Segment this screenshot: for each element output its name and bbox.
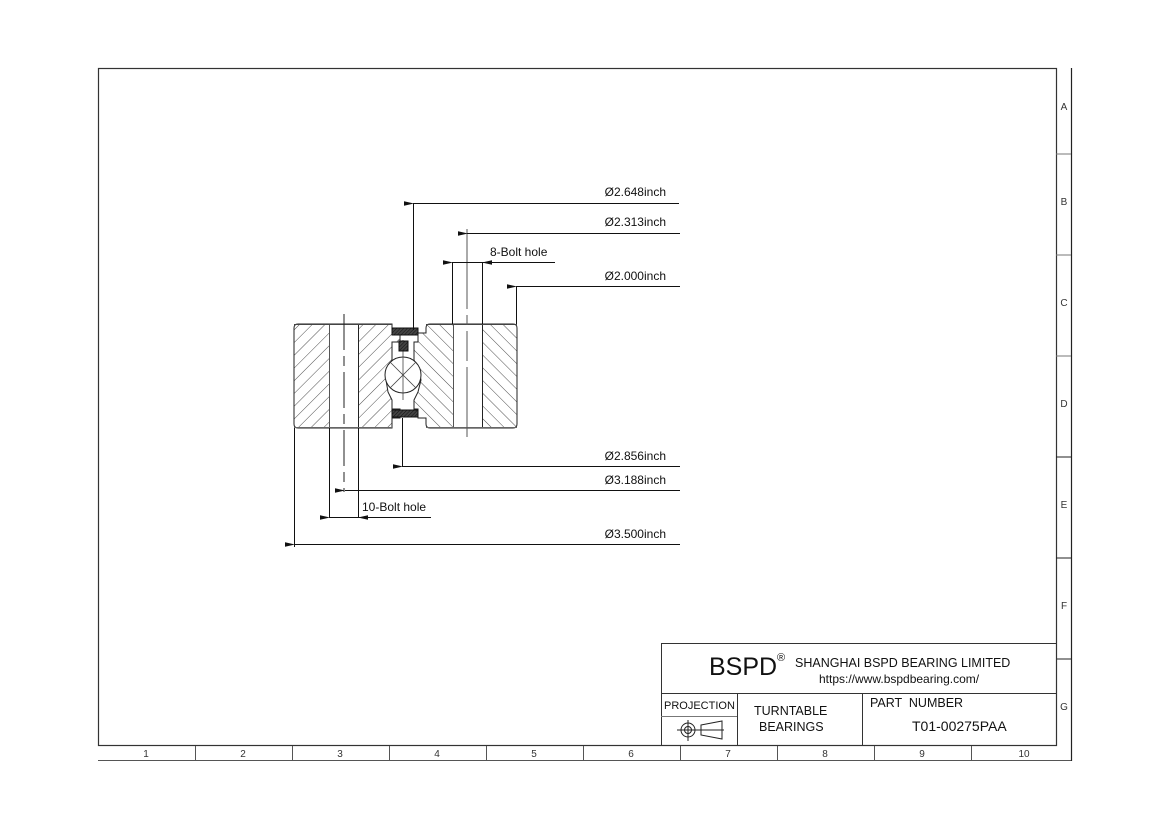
col-label-7: 7 bbox=[725, 749, 731, 760]
row-label-c: C bbox=[1060, 298, 1067, 309]
dim-label-10-bolt-hole: 10-Bolt hole bbox=[362, 500, 426, 514]
column-zone-labels: 1 2 3 4 5 6 7 8 9 10 bbox=[143, 749, 1030, 760]
col-label-5: 5 bbox=[531, 749, 537, 760]
col-label-3: 3 bbox=[337, 749, 343, 760]
dim-label-2856: Ø2.856inch bbox=[605, 449, 666, 463]
col-label-10: 10 bbox=[1018, 749, 1030, 760]
product-line-2: BEARINGS bbox=[759, 720, 824, 734]
company-website: https://www.bspdbearing.com/ bbox=[819, 672, 980, 686]
title-block-frame bbox=[661, 643, 1057, 746]
dim-label-2000: Ø2.000inch bbox=[605, 269, 666, 283]
dim-label-2648: Ø2.648inch bbox=[605, 185, 666, 199]
brand-logo: BSPD bbox=[709, 653, 778, 681]
drawing-frame bbox=[97, 67, 1073, 761]
bottom-seal bbox=[391, 409, 419, 418]
dim-label-2313: Ø2.313inch bbox=[605, 215, 666, 229]
col-label-8: 8 bbox=[822, 749, 828, 760]
row-label-a: A bbox=[1061, 102, 1068, 113]
dim-label-3500: Ø3.500inch bbox=[605, 527, 666, 541]
dim-label-8-bolt-hole: 8-Bolt hole bbox=[490, 245, 548, 259]
dim-label-3188: Ø3.188inch bbox=[605, 473, 666, 487]
company-name: SHANGHAI BSPD BEARING LIMITED bbox=[795, 656, 1011, 670]
row-label-f: F bbox=[1061, 601, 1067, 612]
part-number-value: T01-00275PAA bbox=[912, 718, 1007, 734]
col-label-4: 4 bbox=[434, 749, 440, 760]
row-zone-labels: A B C D E F G bbox=[1060, 102, 1068, 713]
row-label-g: G bbox=[1060, 702, 1068, 713]
top-seal bbox=[391, 327, 419, 336]
col-label-6: 6 bbox=[628, 749, 634, 760]
col-label-1: 1 bbox=[143, 749, 149, 760]
projection-label: PROJECTION bbox=[664, 700, 735, 712]
row-label-b: B bbox=[1061, 197, 1068, 208]
part-number-label: PART NUMBER bbox=[870, 696, 964, 710]
dimension-lines bbox=[285, 201, 680, 547]
row-label-e: E bbox=[1061, 500, 1068, 511]
spacer bbox=[398, 340, 409, 352]
row-label-d: D bbox=[1060, 399, 1067, 410]
product-line-1: TURNTABLE bbox=[754, 704, 828, 718]
col-label-9: 9 bbox=[919, 749, 925, 760]
dimension-labels: Ø2.648inch Ø2.313inch 8-Bolt hole Ø2.000… bbox=[362, 185, 666, 541]
col-label-2: 2 bbox=[240, 749, 246, 760]
projection-symbol-icon bbox=[677, 720, 724, 741]
bearing-cross-section bbox=[293, 229, 518, 492]
registered-mark: ® bbox=[777, 652, 786, 664]
